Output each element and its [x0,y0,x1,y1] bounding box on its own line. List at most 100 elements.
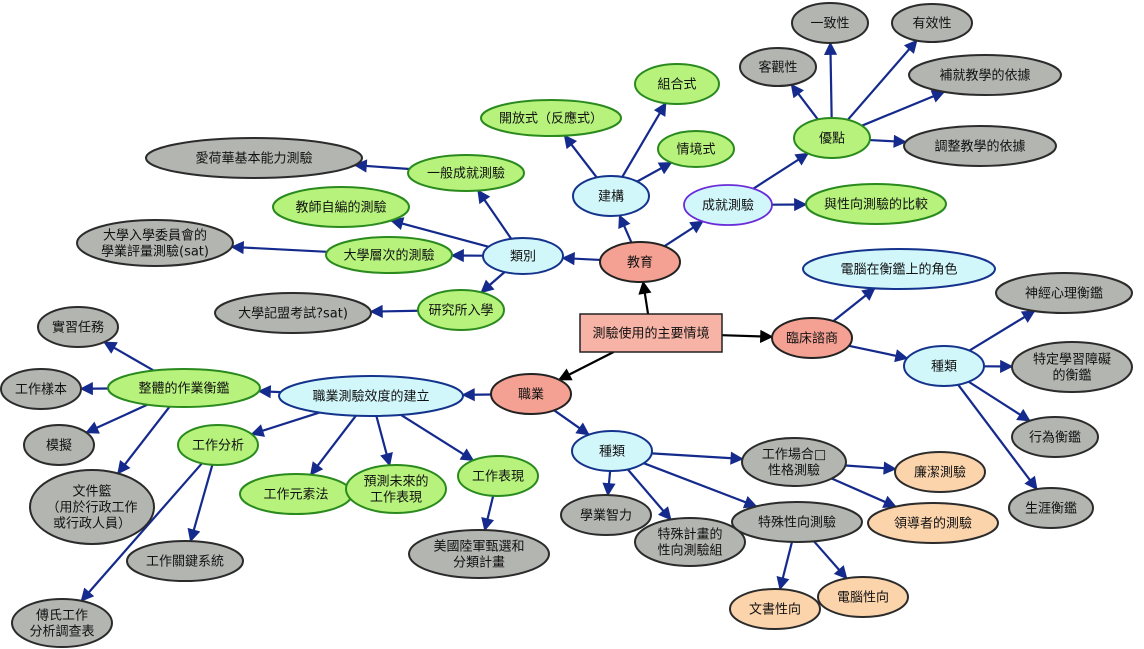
node-merit[interactable]: 優點 [793,117,871,159]
node-shape [891,3,973,43]
node-iowa[interactable]: 愛荷華基本能力測驗 [145,137,363,179]
node-shape [37,306,119,348]
node-personality[interactable]: 工作場合□性格測驗 [741,437,847,487]
node-shape [731,501,863,543]
node-job[interactable]: 職業 [490,373,572,415]
node-combo[interactable]: 組合式 [634,63,720,105]
node-label: 文件籃 [72,485,111,500]
node-validity[interactable]: 有效性 [891,3,973,43]
node-label: 成就測驗 [702,199,754,214]
node-critical[interactable]: 工作關鍵系統 [126,540,244,582]
node-shape [407,154,525,192]
node-label: 傅氏工作 [36,609,88,624]
edge-arrow-clin_type-to-neuro [968,310,1036,352]
node-shape [908,54,1062,96]
node-academic[interactable]: 學業智力 [560,494,652,536]
node-performance[interactable]: 工作表現 [457,455,539,497]
node-edu-type[interactable]: 類別 [482,237,564,275]
node-label: 電腦性向 [837,590,889,606]
node-adjust[interactable]: 調整教學的依據 [903,125,1057,167]
edge-arrow-edu-to-edu_construct [618,214,633,243]
node-shape [408,529,550,579]
edge-arrow-merit-to-remedial [861,90,946,127]
node-grad-admit[interactable]: 研究所入學 [417,289,505,331]
edge-arrow-job_type-to-personality [651,451,744,465]
node-open[interactable]: 開放式（反應式） [480,99,622,137]
node-label: 大學層次的測驗 [343,248,434,264]
node-center[interactable]: 測驗使用的主要情境 [579,313,723,353]
node-integrity[interactable]: 廉潔測驗 [894,451,986,493]
node-label: 特定學習障礙 [1033,353,1111,368]
edge-arrow-job_validity-to-performance [400,413,475,462]
node-label: 研究所入學 [428,304,493,319]
edge-arrow-edu_construct-to-open [563,134,598,179]
node-clerical[interactable]: 文書性向 [729,588,821,630]
node-label: 特殊性向測驗 [758,515,836,531]
node-behavior[interactable]: 行為衡鑑 [1011,416,1099,458]
node-label: 大學記盟考試?sat) [238,306,348,322]
node-general-ach[interactable]: 一般成就測驗 [407,154,525,192]
edge-arrow-job_validity-to-job_analysis [250,411,320,437]
node-edu-construct[interactable]: 建構 [572,175,650,217]
node-job-analysis[interactable]: 工作分析 [177,424,259,466]
node-compare[interactable]: 與性向測驗的比較 [805,183,947,225]
node-internship[interactable]: 實習任務 [37,306,119,348]
edge-arrow-personality-to-leader [831,477,897,508]
node-simulation[interactable]: 模擬 [23,424,95,466]
edge-arrow-college_level-to-sat [230,240,328,255]
node-job-validity[interactable]: 職業測驗效度的建立 [278,375,464,417]
node-work-sample[interactable]: 工作樣本 [0,368,82,410]
node-neuro[interactable]: 神經心理衡鑑 [995,272,1133,314]
edge-arrow-job_validity-to-whole_task [257,385,281,399]
node-remedial[interactable]: 補就教學的依據 [908,54,1062,96]
node-label: 工作分析 [192,439,244,454]
node-label: 客觀性 [758,60,797,76]
node-label: 整體的作業衡鑑 [138,381,229,397]
node-computer-apt[interactable]: 電腦性向 [817,576,909,618]
node-shape [0,368,82,410]
node-job-element[interactable]: 工作元素法 [239,473,353,515]
node-shape [11,598,113,648]
node-career[interactable]: 生涯衡鑑 [1008,487,1094,529]
node-shape [995,272,1133,314]
node-clin[interactable]: 臨床諮商 [771,317,853,359]
edge-arrow-edu-to-edu_type [561,252,601,266]
node-label: 預測未來的 [363,474,428,490]
edge-arrow-clin_type-to-career [957,384,1038,491]
node-label: 情境式 [676,143,715,158]
node-label: 開放式（反應式） [499,111,603,127]
edge-arrow-whole_task-to-simulation [85,403,148,434]
node-edu-achieve[interactable]: 成就測驗 [683,184,773,226]
edge-arrow-center-to-clin [721,329,774,343]
node-job-type[interactable]: 種類 [571,430,653,472]
node-label: 分類計畫 [453,555,505,571]
node-shape [867,502,999,544]
node-special-aptitude[interactable]: 特殊性向測驗 [731,501,863,543]
node-label: 一致性 [810,17,849,32]
node-objectivity[interactable]: 客觀性 [739,47,817,87]
node-label: 組合式 [657,78,696,93]
node-teacher-made[interactable]: 教師自編的測驗 [272,186,410,228]
node-leader[interactable]: 領導者的測驗 [867,502,999,544]
node-shape [345,464,447,514]
node-consistency[interactable]: 一致性 [791,2,869,44]
node-label: 職業測驗效度的建立 [312,389,429,405]
node-computer-role[interactable]: 電腦在衡鑑上的角色 [802,248,996,290]
node-shape [482,237,564,275]
node-gre[interactable]: 大學記盟考試?sat) [214,292,372,334]
node-label: 工作元素法 [263,488,328,503]
node-label: 職業 [518,387,544,403]
node-college-level[interactable]: 大學層次的測驗 [325,236,453,274]
node-whole-task[interactable]: 整體的作業衡鑑 [107,368,261,408]
node-clin-type[interactable]: 種類 [903,345,985,387]
node-edu[interactable]: 教育 [599,241,681,283]
node-shape [741,437,847,487]
node-context[interactable]: 情境式 [657,130,735,168]
